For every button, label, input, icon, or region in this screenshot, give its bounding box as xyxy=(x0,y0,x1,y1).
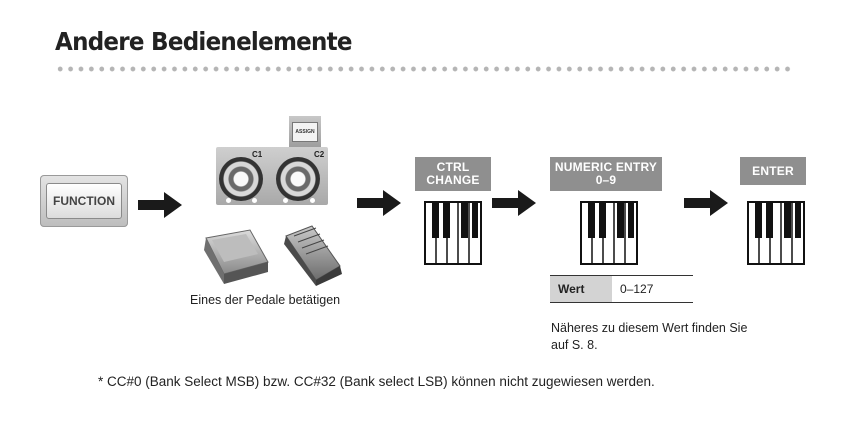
arrow-right-icon xyxy=(492,190,536,216)
info-text: Näheres zu diesem Wert finden Sie auf S.… xyxy=(551,320,791,354)
assign-button[interactable]: ASSIGN xyxy=(289,116,321,147)
knob-icon[interactable] xyxy=(219,157,263,201)
value-table: Wert 0–127 xyxy=(550,275,693,303)
arrow-right-icon xyxy=(138,192,182,218)
dotted-divider xyxy=(55,66,795,72)
ctrl-change-line2: CHANGE xyxy=(426,173,480,187)
function-button-label: FUNCTION xyxy=(46,183,122,219)
info-line-2: auf S. 8. xyxy=(551,338,598,352)
numeric-entry-line2: 0–9 xyxy=(595,173,617,187)
ctrl-change-line1: CTRL xyxy=(436,160,470,174)
arrow-right-icon xyxy=(357,190,401,216)
assign-button-label: ASSIGN xyxy=(292,122,318,142)
led-icon xyxy=(310,198,315,203)
pedal-icon xyxy=(204,229,269,284)
footnote: * CC#0 (Bank Select MSB) bzw. CC#32 (Ban… xyxy=(98,374,655,389)
enter-button-label: ENTER xyxy=(752,164,794,178)
keyboard-icon xyxy=(747,201,805,265)
led-icon xyxy=(252,198,257,203)
info-line-1: Näheres zu diesem Wert finden Sie xyxy=(551,321,748,335)
value-range: 0–127 xyxy=(612,275,693,303)
page-title: Andere Bedienelemente xyxy=(55,27,353,56)
function-button[interactable]: FUNCTION xyxy=(40,175,128,227)
value-key: Wert xyxy=(550,275,612,303)
ctrl-change-button[interactable]: CTRL CHANGE xyxy=(415,157,491,191)
keyboard-icon xyxy=(424,201,482,265)
numeric-entry-buttons[interactable]: NUMERIC ENTRY 0–9 xyxy=(550,157,662,191)
numeric-entry-line1: NUMERIC ENTRY xyxy=(554,160,658,174)
knob-icon[interactable] xyxy=(276,157,320,201)
table-row: Wert 0–127 xyxy=(550,275,693,303)
led-icon xyxy=(226,198,231,203)
expression-pedal-icon xyxy=(284,225,342,286)
arrow-right-icon xyxy=(684,190,728,216)
pedal-caption: Eines der Pedale betätigen xyxy=(190,293,341,307)
led-icon xyxy=(283,198,288,203)
knob-c1-label: C1 xyxy=(252,150,263,159)
knob-c2-label: C2 xyxy=(314,150,325,159)
keyboard-icon xyxy=(580,201,638,265)
enter-button[interactable]: ENTER xyxy=(740,157,806,185)
